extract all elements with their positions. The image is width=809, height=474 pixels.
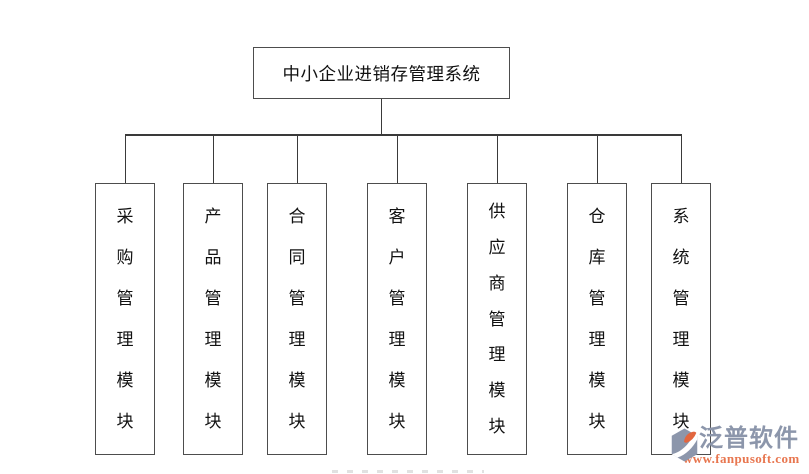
connector-drop-6 (596, 134, 598, 183)
module-box-system: 系统管理模块 (651, 183, 711, 455)
module-label-product: 产品管理模块 (204, 207, 222, 431)
fanpu-brand-text: 泛普软件 (699, 425, 799, 452)
root-node-label: 中小企业进销存管理系统 (282, 63, 481, 84)
module-box-product: 产品管理模块 (183, 183, 243, 455)
fanpu-logo-icon (670, 428, 699, 462)
connector-drop-3 (296, 134, 298, 183)
module-box-customer: 客户管理模块 (367, 183, 427, 455)
connector-drop-1 (124, 134, 126, 183)
module-label-supplier: 供应商管理模块 (488, 201, 506, 437)
module-label-contract: 合同管理模块 (288, 207, 306, 431)
fanpu-url-text: www.fanpusoft.com (683, 450, 800, 466)
connector-root-drop (380, 99, 382, 135)
module-box-supplier: 供应商管理模块 (467, 183, 527, 455)
module-label-procurement: 采购管理模块 (116, 207, 134, 431)
root-node-box: 中小企业进销存管理系统 (253, 47, 510, 99)
connector-drop-7 (680, 134, 682, 183)
module-label-system: 系统管理模块 (672, 207, 690, 431)
connector-drop-4 (396, 134, 398, 183)
module-label-warehouse: 仓库管理模块 (588, 207, 606, 431)
module-box-warehouse: 仓库管理模块 (567, 183, 627, 455)
cropped-caption-remnant (332, 470, 484, 473)
connector-horizontal-bus (124, 134, 682, 136)
module-box-contract: 合同管理模块 (267, 183, 327, 455)
connector-drop-5 (496, 134, 498, 183)
module-box-procurement: 采购管理模块 (95, 183, 155, 455)
module-label-customer: 客户管理模块 (388, 207, 406, 431)
fanpu-watermark: 泛普软件 www.fanpusoft.com (670, 425, 804, 467)
connector-drop-2 (212, 134, 214, 183)
